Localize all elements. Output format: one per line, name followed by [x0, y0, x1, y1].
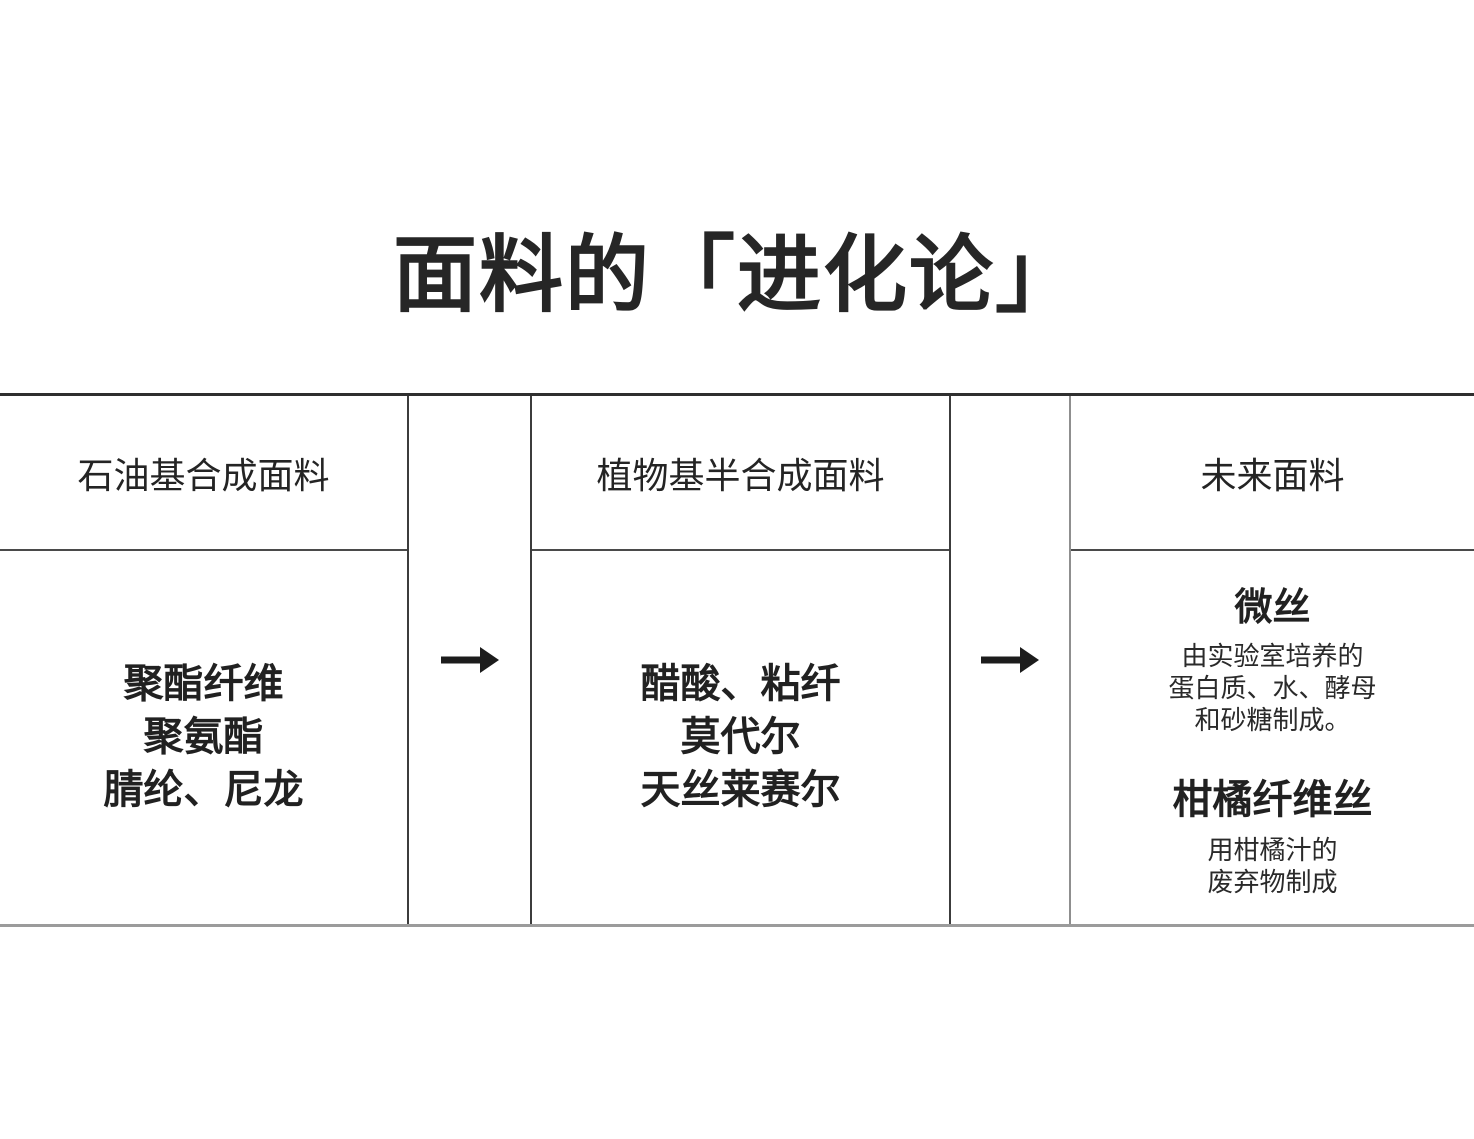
column-future-body: 微丝 由实验室培养的 蛋白质、水、酵母 和砂糖制成。 柑橘纤维丝 用柑橘汁的 废…	[1071, 551, 1474, 924]
column-petroleum-synthetic: 石油基合成面料 聚酯纤维 聚氨酯 腈纶、尼龙	[0, 396, 407, 924]
future-fabric-desc: 和砂糖制成。	[1194, 706, 1351, 736]
fabric-item: 聚酯纤维	[123, 661, 284, 707]
future-fabric-desc: 废弃物制成	[1207, 868, 1338, 898]
page-title: 面料的「进化论」	[392, 226, 1081, 324]
fabric-item: 莫代尔	[680, 714, 801, 760]
arrow-right-icon	[440, 646, 499, 674]
column-future-header: 未来面料	[1071, 396, 1474, 551]
column-petroleum-body: 聚酯纤维 聚氨酯 腈纶、尼龙	[0, 551, 407, 924]
column-future-fabrics: 未来面料 微丝 由实验室培养的 蛋白质、水、酵母 和砂糖制成。 柑橘纤维丝 用柑…	[1071, 396, 1474, 924]
divider-column-1	[407, 396, 532, 924]
fabric-item: 天丝莱赛尔	[640, 767, 841, 813]
column-petroleum-header: 石油基合成面料	[0, 396, 407, 551]
future-fabric-name: 柑橘纤维丝	[1172, 777, 1373, 823]
arrow-right-icon	[981, 646, 1039, 674]
divider-column-2	[949, 396, 1071, 924]
future-fabric-desc: 用柑橘汁的	[1207, 836, 1338, 866]
fabric-item: 腈纶、尼龙	[103, 767, 304, 813]
future-fabric-desc: 蛋白质、水、酵母	[1168, 674, 1377, 704]
column-plant-semisynthetic: 植物基半合成面料 醋酸、粘纤 莫代尔 天丝莱赛尔	[532, 396, 949, 924]
fabric-item: 醋酸、粘纤	[640, 661, 841, 707]
column-plant-body: 醋酸、粘纤 莫代尔 天丝莱赛尔	[532, 551, 949, 924]
future-fabric-name: 微丝	[1234, 585, 1311, 629]
fabric-evolution-table: 石油基合成面料 聚酯纤维 聚氨酯 腈纶、尼龙 植物基半合成面料 醋酸、粘纤 莫代…	[0, 393, 1474, 927]
fabric-item: 聚氨酯	[143, 714, 264, 760]
column-plant-header: 植物基半合成面料	[532, 396, 949, 551]
future-fabric-desc: 由实验室培养的	[1181, 642, 1364, 672]
